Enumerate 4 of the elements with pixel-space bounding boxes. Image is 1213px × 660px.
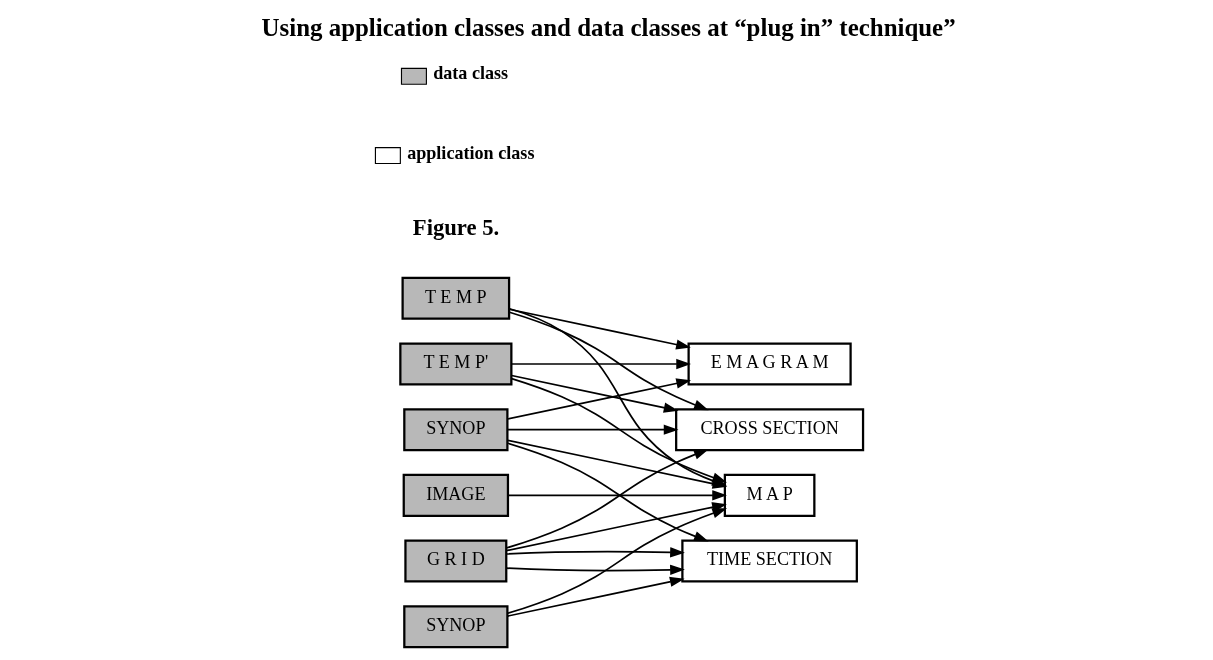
legend-label: application class	[407, 142, 535, 163]
legend-label: data class	[433, 63, 509, 84]
caption: Figure 5.	[412, 214, 500, 240]
diagram-title: Using application classes and data classes at “plug in” technique”	[261, 14, 956, 42]
